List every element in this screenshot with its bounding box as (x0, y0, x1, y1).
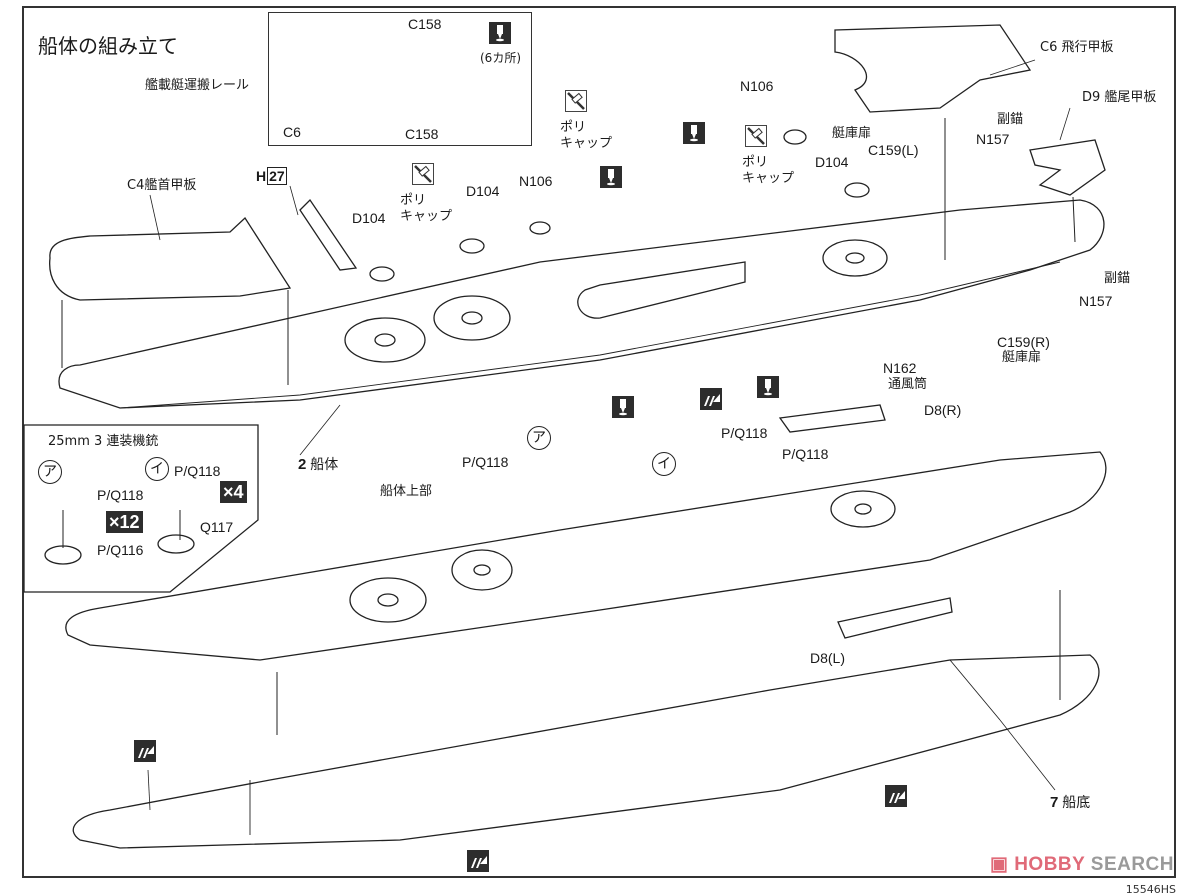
hangar-slot (577, 261, 746, 319)
paint-icon (700, 388, 722, 410)
label-boat-door-right: 艇庫扉 (1002, 350, 1042, 365)
glue-icon (612, 396, 634, 418)
bow-deck-c4 (49, 216, 292, 301)
watermark: ▣ HOBBY SEARCH (990, 853, 1174, 876)
bottom-number: 7 (1050, 794, 1059, 811)
turret-ring-5 (451, 549, 513, 591)
d104-washer-2 (459, 238, 485, 254)
label-polycap-a: ポリ キャップ (560, 120, 613, 151)
label-d104-c: D104 (815, 154, 849, 170)
aa-i-part-top: P/Q118 (174, 463, 221, 479)
n106-cap-1 (529, 221, 551, 235)
label-c4-bow-deck: C4艦首甲板 (127, 178, 197, 193)
turret-ring-3 (822, 239, 888, 277)
stern-deck-d9 (1029, 139, 1106, 196)
label-n157-top: N157 (976, 131, 1010, 147)
marker-type-a: ア (527, 426, 551, 450)
label-pq118-a: P/Q118 (462, 454, 509, 470)
aa-type-a: ア (38, 460, 62, 484)
label-n106-a: N106 (519, 173, 553, 189)
h27-prefix: H (256, 168, 267, 184)
label-c158-bottom: C158 (405, 126, 439, 142)
watermark-brand-b: SEARCH (1090, 854, 1174, 875)
label-pq118-c: P/Q118 (782, 446, 829, 462)
glue-icon (683, 122, 705, 144)
label-n162: N162 (883, 360, 917, 376)
rail-d8l (837, 597, 953, 639)
label-anchor-right: 副錨 (1104, 271, 1131, 286)
label-anchor-top: 副錨 (997, 112, 1024, 127)
turret-ring-1 (344, 317, 426, 363)
aa-a-part-top: P/Q118 (97, 487, 144, 503)
hull-part-2 (58, 199, 1105, 409)
glue-icon (757, 376, 779, 398)
d104-washer-1 (369, 266, 395, 282)
watermark-logo-icon: ▣ (989, 854, 1009, 875)
label-d8r: D8(R) (924, 402, 962, 418)
label-polycap-c: ポリ キャップ (400, 193, 453, 224)
label-hull-2: 2 船体 (298, 456, 338, 473)
label-c6-inset: C6 (283, 124, 301, 140)
aa-a-part-bottom: P/Q116 (97, 542, 144, 558)
aa-inset-border (23, 424, 259, 593)
label-d104-b: D104 (466, 183, 500, 199)
label-polycap-b: ポリ キャップ (742, 155, 795, 186)
label-c159l: C159(L) (868, 142, 919, 158)
label-ventilator: 通風筒 (888, 377, 928, 392)
upper-hull-deck (65, 451, 1107, 661)
bottom-part-7 (72, 654, 1100, 849)
aa-inset-title: 25mm 3 連装機銃 (48, 434, 159, 449)
label-n106-b: N106 (740, 78, 774, 94)
turret-ring-4 (349, 577, 427, 623)
turret-ring-6 (830, 490, 896, 528)
flight-deck-c6 (834, 24, 1032, 113)
hull-name: 船体 (310, 456, 339, 472)
label-c158-top: C158 (408, 16, 442, 32)
hull-part-2-waterline (119, 261, 1061, 409)
page-title: 船体の組み立て (38, 34, 178, 58)
label-d104-a: D104 (352, 210, 386, 226)
turret-ring-2 (433, 295, 511, 341)
d104-washer-3 (844, 182, 870, 198)
label-boat-door-top: 艇庫扉 (832, 126, 872, 141)
aa-a-count: ×12 (106, 511, 143, 533)
label-d8l: D8(L) (810, 650, 846, 666)
marker-type-i: イ (652, 452, 676, 476)
label-c6-flight-deck: C6 飛行甲板 (1040, 40, 1114, 55)
bottom-name: 船底 (1062, 794, 1091, 810)
bow-frame-h27 (299, 198, 358, 271)
rail-d8r (778, 404, 886, 433)
paint-icon (885, 785, 907, 807)
no-glue-icon (412, 163, 434, 185)
label-upper-hull: 船体上部 (380, 484, 433, 499)
label-bottom-7: 7 船底 (1050, 794, 1090, 811)
glue-icon (600, 166, 622, 188)
label-boat-rail: 艦載艇運搬レール (145, 78, 250, 93)
rail-inset-box (268, 12, 532, 146)
aa-i-count: ×4 (220, 481, 247, 503)
aa-i-part-bottom: Q117 (200, 519, 234, 535)
glue-icon (489, 22, 511, 44)
paint-icon (134, 740, 156, 762)
instruction-frame (22, 6, 1176, 878)
hull-number: 2 (298, 456, 307, 473)
label-d9-stern-deck: D9 艦尾甲板 (1082, 90, 1157, 105)
paint-icon (467, 850, 489, 872)
label-n157-right: N157 (1079, 293, 1113, 309)
no-glue-icon (745, 125, 767, 147)
aa-type-i: イ (145, 457, 169, 481)
n106-cap-2 (783, 129, 807, 145)
no-glue-icon (565, 90, 587, 112)
label-pq118-b: P/Q118 (721, 425, 768, 441)
watermark-brand-a: HOBBY (1014, 854, 1085, 875)
label-c159r: C159(R) (997, 334, 1050, 350)
label-glue-count: (6カ所) (480, 51, 521, 65)
h27-number: 27 (267, 167, 287, 185)
